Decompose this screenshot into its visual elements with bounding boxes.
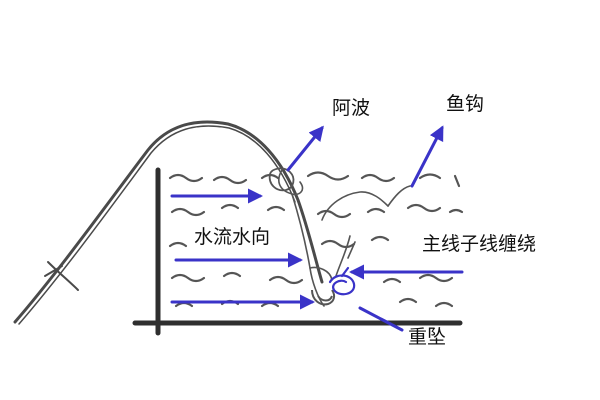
float-label: 阿波 (332, 97, 370, 119)
fishing-rod (13, 120, 324, 325)
sinker-pointer-line (358, 306, 404, 332)
hook-label: 鱼钩 (446, 93, 484, 115)
float-bobber (268, 167, 295, 192)
water-flow-arrows (170, 188, 315, 310)
tangle-scribble (328, 266, 356, 296)
fishing-line (278, 169, 411, 307)
sinker-label: 重坠 (408, 326, 446, 348)
pointer-arrows (286, 125, 464, 332)
hook-pointer-arrow (410, 125, 444, 188)
tangle-label: 主线子线缠绕 (422, 233, 536, 255)
riverbank (132, 167, 463, 336)
sinker-weight (311, 289, 336, 306)
water-flow-label: 水流水向 (194, 226, 270, 248)
float-pointer-arrow (286, 125, 324, 172)
